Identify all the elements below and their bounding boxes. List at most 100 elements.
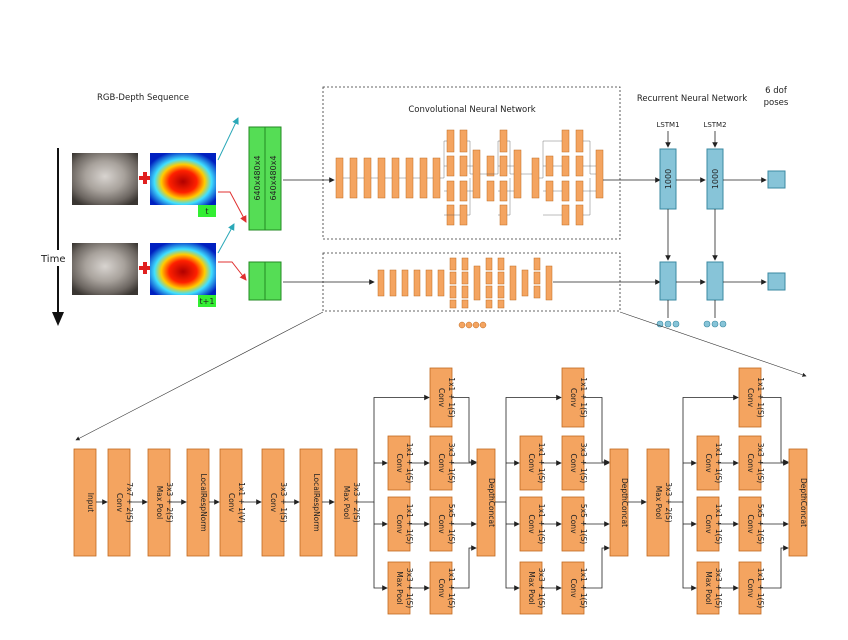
input-dim-a: 640x480x4 xyxy=(253,155,262,200)
inception-2-conv1x1-label: Conv xyxy=(569,388,578,408)
max-pool-3-box xyxy=(646,448,670,557)
local-resp-norm-1-box xyxy=(186,448,210,557)
input-block-t-b xyxy=(264,126,282,231)
plus-icon-t xyxy=(139,172,151,184)
max-pool-3-label: Max Pool xyxy=(654,486,663,519)
inception-2-conv5x5-label: 5x5 + 1(S) xyxy=(579,504,588,544)
max-pool-3-label: 3x3 + 2(S) xyxy=(664,482,673,522)
cnn-title: Convolutional Neural Network xyxy=(408,105,535,115)
max-pool-2-label: 3x3 + 2(S) xyxy=(352,482,361,522)
inception-3-conv3x3-label: 3x3 + 1(S) xyxy=(756,443,765,483)
zoom-line-right xyxy=(619,311,807,377)
inception-1-depth-concat-label: DepthConcat xyxy=(487,478,496,527)
inception-3-pool-conv-label: 1x1 + 1(S) xyxy=(756,568,765,608)
max-pool-1-box xyxy=(147,448,171,557)
local-resp-norm-1-label: LocalRespNorm xyxy=(199,473,208,531)
cnn-mini-layers-t xyxy=(335,129,604,226)
input-box xyxy=(73,448,97,557)
connection-arrow xyxy=(357,394,430,503)
input-block-t1-a xyxy=(248,261,266,301)
inception-2-conv3x3-label: Conv xyxy=(569,453,578,473)
connection-arrow xyxy=(505,502,520,591)
connection-arrow xyxy=(584,545,610,589)
inception-3-reduce3-label: 1x1 + 1(S) xyxy=(714,443,723,483)
inception-3-conv5x5-label: Conv xyxy=(746,514,755,534)
conv-1x1-box xyxy=(219,448,243,557)
inception-2-reduce5-label: 1x1 + 1(S) xyxy=(537,504,546,544)
connection-arrow xyxy=(682,502,697,591)
inception-3-pool-conv-label: Conv xyxy=(746,578,755,598)
frame-t-badge xyxy=(198,205,216,217)
inception-3-reduce3-label: Conv xyxy=(704,453,713,473)
inception-1-pool-conv-label: Conv xyxy=(437,578,446,598)
inception-2-conv1x1-label: 1x1 + 1(S) xyxy=(579,377,588,417)
inception-3-pool-label: 3x3 + 1(S) xyxy=(714,568,723,608)
rnn-continuation-dots xyxy=(656,320,727,328)
inception-1-reduce3-label: 1x1 + 1(S) xyxy=(405,443,414,483)
conv-1x1-label: 1x1 + 1(V) xyxy=(237,482,246,523)
max-pool-2-label: Max Pool xyxy=(342,486,351,519)
rgb-depth-title: RGB-Depth Sequence xyxy=(97,93,189,103)
inception-3-conv1x1-label: Conv xyxy=(746,388,755,408)
inception-2-reduce5-label: Conv xyxy=(527,514,536,534)
depth-image-t xyxy=(150,153,216,205)
conv-7x7-label: 7x7 + 2(S) xyxy=(125,482,134,522)
conv-7x7-label: Conv xyxy=(115,493,124,513)
inception-1-pool-conv-label: 1x1 + 1(S) xyxy=(447,568,456,608)
max-pool-2-box xyxy=(334,448,358,557)
max-pool-1-label: Max Pool xyxy=(155,486,164,519)
lstm1-units: 1000 xyxy=(664,169,673,189)
conv-3x3-label: Conv xyxy=(269,493,278,513)
local-resp-norm-2-label: LocalRespNorm xyxy=(312,473,321,531)
inception-3-pool-label: Max Pool xyxy=(704,571,713,604)
local-resp-norm-2-box xyxy=(299,448,323,557)
arrow-teal-t-up xyxy=(217,117,239,161)
inception-3-conv1x1-label: 1x1 + 1(S) xyxy=(756,377,765,417)
arrow-red-t xyxy=(218,191,247,223)
inception-3-depth-concat-label: DepthConcat xyxy=(799,478,808,527)
cnn-mini-layers-t1 xyxy=(377,257,553,309)
connection-arrow xyxy=(761,545,789,589)
inception-1-pool-label: Max Pool xyxy=(395,571,404,604)
dof-title-line2: poses xyxy=(764,98,789,108)
time-label: Time xyxy=(40,254,65,265)
rgb-image-t xyxy=(72,153,138,205)
dof-title-line1: 6 dof xyxy=(765,86,788,96)
input-block-t1-b xyxy=(264,261,282,301)
lstm1-label: LSTM1 xyxy=(656,121,679,129)
inception-2-reduce3-label: 1x1 + 1(S) xyxy=(537,443,546,483)
inception-2-reduce3-label: Conv xyxy=(527,453,536,473)
lstm2-label: LSTM2 xyxy=(703,121,726,129)
rgb-image-t1 xyxy=(72,243,138,295)
arrow-red-t1 xyxy=(218,261,247,281)
pose-output-t1 xyxy=(767,272,786,291)
inception-1-pool-label: 3x3 + 1(S) xyxy=(405,568,414,608)
lstm1-cell-t1 xyxy=(659,261,677,301)
inception-3-conv5x5-label: 5x5 + 1(S) xyxy=(756,504,765,544)
conv-3x3-box xyxy=(261,448,285,557)
connection-arrow xyxy=(452,545,477,589)
inception-3-depth-concat-box xyxy=(788,448,808,557)
lstm2-units: 1000 xyxy=(711,169,720,189)
cnn-mini-links-t xyxy=(343,140,596,216)
inception-1-conv1x1-label: 1x1 + 1(S) xyxy=(447,377,456,417)
inception-1-conv1x1-label: Conv xyxy=(437,388,446,408)
arrow-teal-t1 xyxy=(217,223,235,254)
inception-2-depth-concat-box xyxy=(609,448,629,557)
connection-arrow xyxy=(373,502,388,591)
cnn-box-t xyxy=(322,86,621,240)
inception-2-conv3x3-label: 3x3 + 1(S) xyxy=(579,443,588,483)
connection-arrow xyxy=(669,394,739,503)
inception-2-pool-label: Max Pool xyxy=(527,571,536,604)
max-pool-1-label: 3x3 + 2(S) xyxy=(165,482,174,522)
inception-1-reduce5-label: Conv xyxy=(395,514,404,534)
inception-2-depth-concat-label: DepthConcat xyxy=(620,478,629,527)
inception-2-conv5x5-label: Conv xyxy=(569,514,578,534)
inception-1-conv5x5-label: Conv xyxy=(437,514,446,534)
plus-icon-t1 xyxy=(139,262,151,274)
inception-3-reduce5-label: 1x1 + 1(S) xyxy=(714,504,723,544)
inception-1-depth-concat-box xyxy=(476,448,496,557)
frame-t1-badge xyxy=(198,295,216,307)
